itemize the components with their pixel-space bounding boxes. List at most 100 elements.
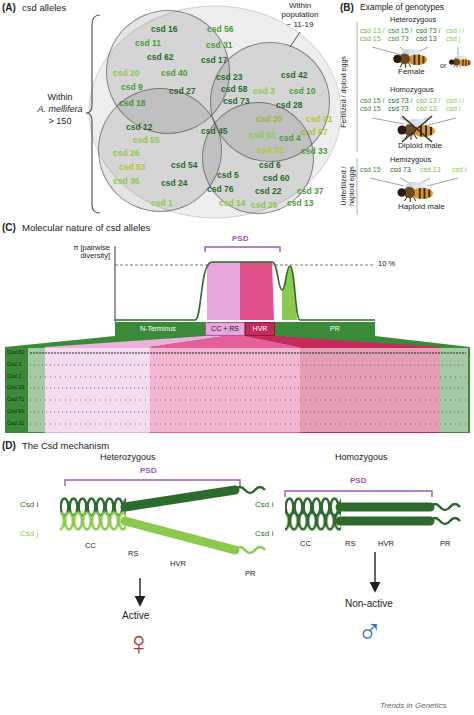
- allele-label: csd 58: [221, 85, 247, 95]
- figure-label: Hemizygous: [390, 156, 431, 164]
- figure-label: RS: [345, 540, 355, 548]
- figure-label: PSD: [140, 467, 156, 476]
- figure-label: Csd 29: [7, 384, 24, 390]
- figure-label: Non-active: [345, 598, 393, 609]
- figure-label: or: [440, 62, 446, 70]
- allele-label: csd 54: [171, 161, 197, 171]
- figure-label: CC: [85, 542, 96, 550]
- figure-label: PSD: [350, 477, 366, 486]
- allele-label: csd 37: [297, 187, 323, 197]
- venn-circle: csd 52csd 4csd 32csd 33csd 5csd 6csd 60c…: [202, 102, 314, 214]
- figure-label: Csd i: [255, 530, 273, 539]
- allele-label: csd 55: [133, 136, 159, 146]
- allele-label: csd 11: [135, 39, 161, 49]
- figure-label: csd 73 / csd 13: [416, 27, 446, 43]
- figure-label: PSD: [232, 235, 248, 244]
- domain-label: HVR: [246, 323, 274, 335]
- figure-label: RS: [128, 550, 138, 558]
- figure-label: Trends in Genetics: [380, 702, 447, 711]
- allele-label: csd 24: [161, 179, 187, 189]
- figure-label: (B): [340, 2, 354, 13]
- allele-label: csd 12: [126, 123, 152, 133]
- figure-label: Example of genotypes: [360, 3, 444, 13]
- allele-label: csd 62: [147, 53, 173, 63]
- allele-label: csd 23: [216, 73, 242, 83]
- allele-label: csd 53: [119, 163, 145, 173]
- figure-label: CC: [300, 540, 311, 548]
- figure-label: csd 13 / csd 13: [416, 97, 446, 113]
- allele-label: csd 3: [253, 87, 275, 97]
- venn-backdrop: [89, 6, 341, 218]
- figure-label: csd 15 / csd 15: [360, 97, 390, 113]
- figure-label: Csd 81: [7, 349, 24, 355]
- domain-box: CC + RS: [205, 322, 245, 336]
- figure-label: Heterozygous: [390, 16, 436, 24]
- domain-label: PR: [330, 325, 340, 333]
- domain-label: CC + RS: [206, 323, 244, 335]
- figure-label: ♀: [126, 624, 152, 662]
- alignment-block: [5, 336, 470, 433]
- curly-brace: [86, 15, 100, 213]
- figure-label: csd i: [452, 166, 466, 174]
- figure-label: (D): [2, 440, 16, 451]
- figure-label: csd 13: [420, 166, 441, 174]
- allele-label: csd 6: [259, 161, 281, 171]
- allele-label: csd 60: [263, 174, 289, 184]
- side-label: Unfertilized / haploid eggs: [340, 163, 356, 209]
- allele-label: csd 14: [219, 199, 245, 209]
- domain-box: HVR: [245, 322, 275, 336]
- figure-label: Diploid male: [398, 142, 442, 151]
- figure-label: Female: [398, 68, 425, 77]
- allele-label: csd 20: [113, 69, 139, 79]
- genotype-illustration: [357, 22, 471, 215]
- figure-label: Haploid male: [398, 203, 445, 212]
- allele-label: csd 26: [113, 149, 139, 159]
- figure-label: A. mellifera: [30, 104, 90, 114]
- allele-label: csd 52: [249, 131, 275, 141]
- figure-label: Active: [122, 610, 149, 621]
- allele-label: csd 22: [255, 187, 281, 197]
- side-label: Fertilized / diploid eggs: [340, 56, 348, 128]
- figure-label: Homozygous: [390, 86, 434, 94]
- allele-label: csd 16: [151, 25, 177, 35]
- figure-label: ~ 11-19: [270, 21, 330, 30]
- allele-label: csd 76: [207, 185, 233, 195]
- figure-label: PR: [440, 540, 450, 548]
- figure-label: 10 %: [378, 260, 395, 268]
- diversity-plot: [115, 246, 375, 322]
- allele-label: csd 40: [161, 69, 187, 79]
- allele-label: csd 33: [301, 147, 327, 157]
- allele-label: csd 42: [281, 71, 307, 81]
- figure-label: csd alleles: [22, 3, 66, 14]
- figure-label: csd 73: [390, 166, 411, 174]
- allele-label: csd 13: [287, 199, 313, 209]
- figure-label: π [pairwise diversity]: [50, 244, 110, 261]
- figure-label: ♂: [357, 612, 383, 650]
- figure-label: Csd i: [255, 501, 273, 510]
- figure-label: Csd i: [20, 501, 38, 510]
- allele-label: csd 5: [217, 171, 239, 181]
- allele-label: csd 56: [207, 25, 233, 35]
- allele-label: csd 21: [306, 115, 332, 125]
- figure-label: HVR: [170, 560, 186, 568]
- figure-label: Csd 31: [7, 420, 24, 426]
- allele-label: csd 31: [206, 41, 232, 51]
- figure-label: Within population: [270, 2, 330, 20]
- figure-label: Within: [30, 92, 90, 102]
- allele-label: csd 20: [251, 201, 277, 211]
- figure-label: csd 15: [360, 166, 381, 174]
- domain-bar: N-Terminus PR CC + RSHVR: [115, 322, 375, 336]
- allele-label: csd 32: [257, 146, 283, 156]
- figure-label: Csd 71: [7, 396, 24, 402]
- figure-label: Csd 1: [7, 361, 21, 367]
- figure-label: > 150: [30, 116, 90, 126]
- figure-label: csd 15 / csd 73: [388, 27, 418, 43]
- allele-label: csd 36: [113, 177, 139, 187]
- figure-label: Molecular nature of csd alleles: [22, 223, 150, 234]
- figure-label: Heterozygous: [100, 452, 156, 462]
- domain-label: N-Terminus: [140, 325, 176, 333]
- figure-label: csd i / csd i: [446, 97, 474, 113]
- figure-label: PR: [245, 570, 255, 578]
- figure-label: csd i / csd j: [446, 27, 474, 43]
